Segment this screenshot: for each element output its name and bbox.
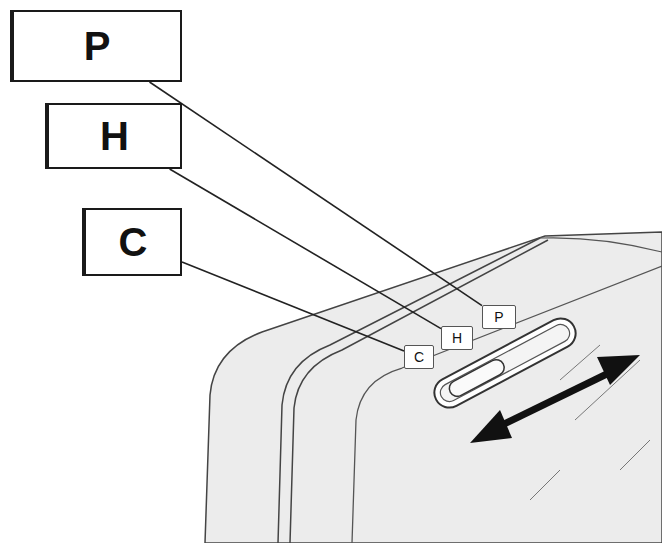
label-text: C (414, 349, 424, 365)
switch-track (437, 321, 573, 404)
switch-label: P (482, 305, 516, 329)
callout-box: C (82, 208, 182, 276)
arrow-head (470, 410, 512, 443)
front-edge (352, 266, 662, 543)
label-text: C (119, 220, 148, 265)
switch-label: H (441, 326, 473, 350)
arrow-shaft (492, 370, 615, 430)
surface-shading (530, 345, 650, 500)
switch-label: C (404, 345, 434, 369)
callout-box: H (45, 103, 182, 169)
arrow-head (597, 355, 640, 385)
label-text: H (100, 114, 129, 159)
switch-knob (447, 357, 507, 399)
slide-arrow (470, 355, 640, 443)
panel-seam (290, 240, 548, 543)
leader-line (150, 82, 482, 306)
leader-stroke (182, 262, 404, 351)
leader-stroke (150, 82, 482, 306)
leader-line (170, 169, 441, 329)
label-text: P (84, 24, 111, 69)
device-body (205, 232, 662, 543)
label-text: P (494, 309, 503, 325)
label-text: H (452, 330, 462, 346)
panel-seam (278, 238, 540, 543)
leader-line (182, 262, 404, 351)
callout-box: P (10, 10, 182, 82)
leader-stroke (170, 169, 441, 329)
top-edge (540, 238, 662, 252)
